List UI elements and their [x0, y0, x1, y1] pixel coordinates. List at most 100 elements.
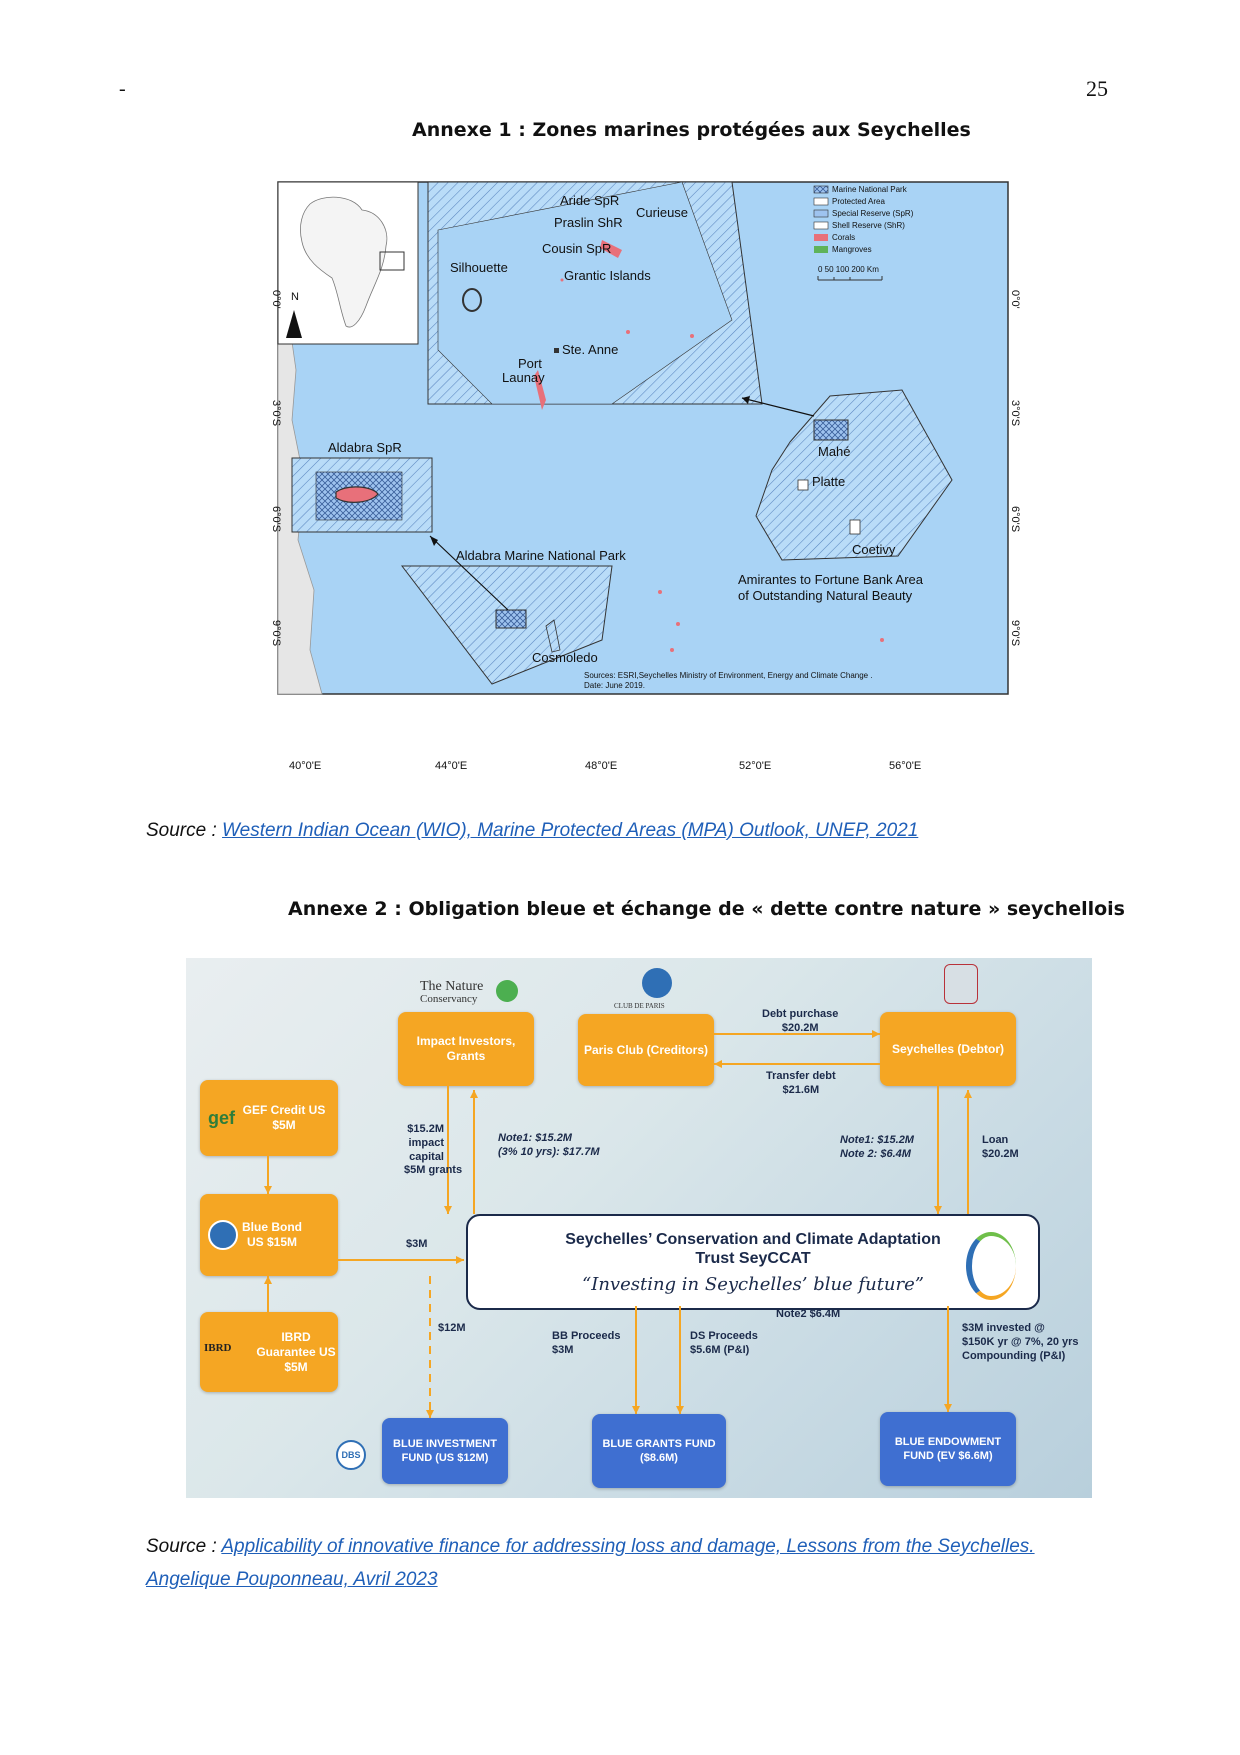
impact-capital-note: $15.2M impact capital $5M grants	[404, 1123, 463, 1178]
transfer-debt-note: Transfer debt $21.6M	[766, 1070, 836, 1098]
ds-proceeds-line2: $5.6M (P&I)	[690, 1343, 750, 1356]
nature-conservancy-logo: The Nature Conservancy	[420, 980, 483, 1005]
annex1-title: Annexe 1 : Zones marines protégées aux S…	[412, 119, 971, 141]
scale-bar	[817, 276, 883, 281]
blue-grants-fund-box: BLUE GRANTS FUND ($8.6M)	[592, 1414, 726, 1488]
map-tick-bottom-5: 56°0'E	[889, 760, 921, 772]
transfer-debt-amount: $21.6M	[782, 1083, 820, 1096]
dbs-logo: DBS	[336, 1440, 366, 1470]
praslin-coral	[600, 240, 622, 258]
nature-leaf-icon	[496, 980, 518, 1002]
map-sources-line1: Sources: ESRI,Seychelles Ministry of Env…	[584, 671, 873, 680]
label-platte: Platte	[812, 474, 845, 489]
ibrd-logo: IBRD	[204, 1342, 232, 1354]
seyccat-swirl-icon	[966, 1232, 1016, 1300]
map-tick-bottom-2: 44°0'E	[435, 760, 467, 772]
note1-right-line2: Note 2: $6.4M	[840, 1147, 911, 1160]
paris-club-globe-icon	[642, 968, 672, 998]
note1-right: Note1: $15.2M Note 2: $6.4M	[840, 1134, 914, 1162]
trust-title-line1: Seychelles’ Conservation and Climate Ada…	[565, 1231, 941, 1248]
trust-title-line2: Trust SeyCCAT	[695, 1250, 811, 1268]
map-legend: Marine National Park Protected Area Spec…	[813, 185, 914, 281]
label-amirantes-1: Amirantes to Fortune Bank Area	[738, 572, 924, 587]
paris-club-box: Paris Club (Creditors)	[578, 1014, 714, 1086]
gef-logo: gef	[208, 1108, 235, 1128]
label-aldabra-mnp: Aldabra Marine National Park	[456, 548, 626, 563]
north-arrow-icon	[286, 310, 302, 338]
map-tick-right-2: 3°0'S	[1009, 400, 1021, 426]
loan-line1: Loan	[982, 1134, 1009, 1146]
map-tick-left-2: 3°0'S	[270, 400, 282, 426]
map-tick-left-4: 9°0'S	[270, 620, 282, 646]
legend-label-5: Corals	[832, 233, 855, 242]
label-port: Port	[518, 356, 542, 371]
arrow-mahe	[741, 397, 815, 417]
seychelles-coat-of-arms-icon	[944, 964, 978, 1004]
ds-proceeds-note: DS Proceeds $5.6M (P&I)	[690, 1330, 758, 1358]
nature-logo-line2: Conservancy	[420, 993, 478, 1005]
bb-proceeds-line2: $3M	[552, 1343, 574, 1356]
page-number: 25	[1086, 76, 1108, 101]
label-cosmoledo: Cosmoledo	[532, 650, 598, 665]
endowment-line3: Compounding (P&I)	[962, 1349, 1066, 1362]
paris-club-logo: CLUB DE PARIS	[614, 1002, 665, 1010]
seychelles-debtor-box: Seychelles (Debtor)	[880, 1012, 1016, 1086]
label-amirantes-2: of Outstanding Natural Beauty	[738, 588, 913, 603]
north-label: N	[291, 291, 299, 303]
arrow-aldabra	[429, 535, 509, 611]
impact-capital-line4: $5M grants	[404, 1164, 463, 1177]
note2-label: Note2 $6.4M	[776, 1308, 841, 1320]
map-tick-right-1: 0°0'	[1009, 290, 1021, 309]
legend-label-6: Mangroves	[832, 245, 872, 254]
scale-label: 0 50 100 200 Km	[818, 265, 879, 274]
seyccat-trust-box: Seychelles’ Conservation and Climate Ada…	[466, 1214, 1040, 1310]
map-tick-bottom-1: 40°0'E	[289, 760, 321, 772]
gef-credit-box: GEF Credit US $5M	[200, 1080, 338, 1156]
annex2-source-link-line1[interactable]: Applicability of innovative finance for …	[221, 1536, 1035, 1557]
note1-left-line2: (3% 10 yrs): $17.7M	[498, 1145, 600, 1158]
debt-purchase-note: Debt purchase $20.2M	[762, 1008, 838, 1036]
amirantes-area	[755, 389, 953, 561]
label-mahe: Mahé	[818, 444, 851, 459]
label-cousin: Cousin SpR	[542, 241, 611, 256]
label-curieuse: Curieuse	[636, 205, 688, 220]
map-canvas: N Marine National Park Protected Area Sp…	[270, 181, 1021, 695]
three-m-note: $3M	[406, 1238, 428, 1250]
legend-label-2: Protected Area	[832, 197, 885, 206]
africa-inset-shape	[300, 196, 388, 328]
annex2-source-link-line2[interactable]: Angelique Pouponneau, Avril 2023	[146, 1569, 438, 1590]
label-coetivy: Coetivy	[852, 542, 896, 557]
debt-purchase-label: Debt purchase	[762, 1008, 839, 1020]
annex1-source-link[interactable]: Western Indian Ocean (WIO), Marine Prote…	[222, 820, 919, 841]
legend-label-3: Special Reserve (SpR)	[832, 209, 914, 218]
note1-right-line1: Note1: $15.2M	[840, 1134, 914, 1146]
impact-investors-box: Impact Investors, Grants	[398, 1012, 534, 1086]
aldabra-atoll	[335, 486, 379, 503]
ds-proceeds-line1: DS Proceeds	[690, 1330, 758, 1342]
impact-capital-line3: capital	[409, 1150, 444, 1163]
bb-proceeds-note: BB Proceeds $3M	[552, 1330, 620, 1358]
map-tick-right-4: 9°0'S	[1009, 620, 1021, 646]
map-tick-bottom-3: 48°0'E	[585, 760, 617, 772]
debt-purchase-amount: $20.2M	[781, 1021, 819, 1034]
blue-endowment-fund-box: BLUE ENDOWMENT FUND (EV $6.6M)	[880, 1412, 1016, 1486]
legend-label-4: Shell Reserve (ShR)	[832, 221, 905, 230]
trust-tagline: “Investing in Seychelles’ blue future”	[582, 1274, 924, 1296]
page-dash: -	[119, 78, 126, 100]
map-sources-line2: Date: June 2019.	[584, 681, 645, 690]
note1-left-line1: Note1: $15.2M	[498, 1132, 572, 1144]
annex2-title: Annexe 2 : Obligation bleue et échange d…	[288, 898, 1125, 920]
annex1-source-prefix: Source :	[146, 820, 223, 841]
transfer-debt-label: Transfer debt	[766, 1070, 836, 1082]
impact-capital-line1: $15.2M	[407, 1123, 444, 1135]
map-tick-left-3: 6°0'S	[270, 506, 282, 532]
endowment-line1: $3M invested @	[962, 1322, 1045, 1334]
label-silhouette: Silhouette	[450, 260, 508, 275]
diagram-arrows	[264, 1030, 972, 1418]
bb-proceeds-line1: BB Proceeds	[552, 1330, 621, 1342]
inset-locator	[379, 251, 405, 271]
blue-bond-diagram: The Nature Conservancy CLUB DE PARIS Imp…	[186, 958, 1092, 1498]
annex1-source: Source : Western Indian Ocean (WIO), Mar…	[146, 820, 918, 842]
annex2-source: Source : Applicability of innovative fin…	[146, 1530, 1035, 1596]
nature-logo-line1: The Nature	[420, 979, 484, 994]
